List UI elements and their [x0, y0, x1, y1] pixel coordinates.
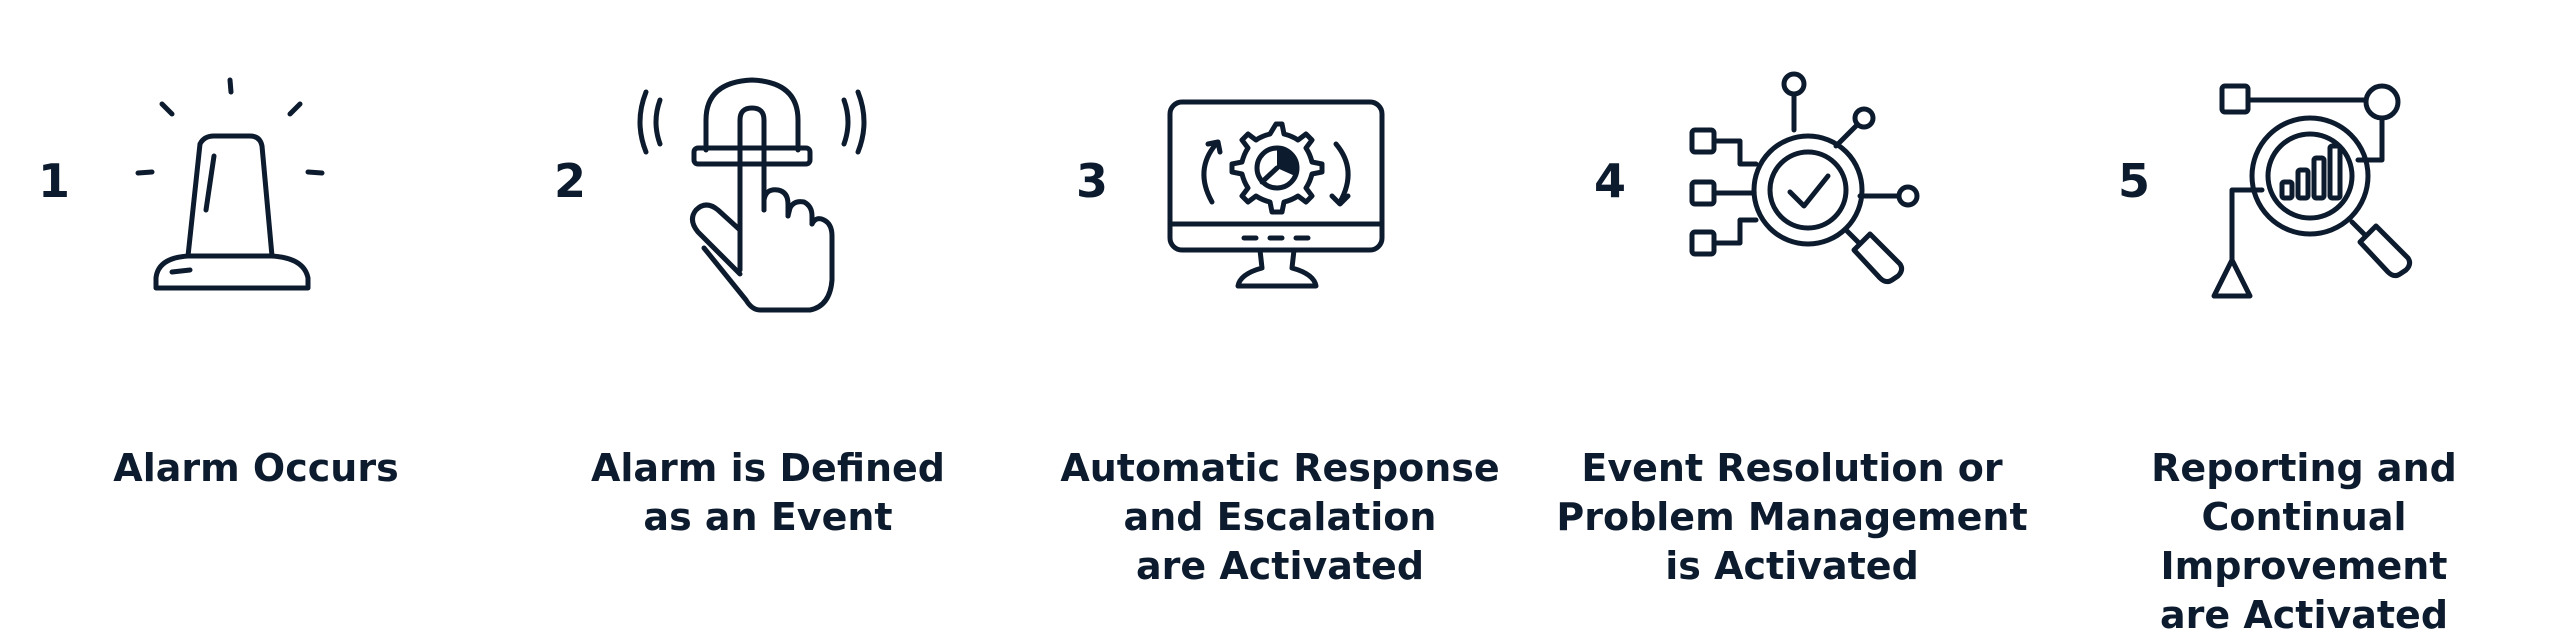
step-number: 5 [2118, 154, 2151, 208]
step-3: 3 Automatic Response and Escalation are … [1024, 0, 1536, 605]
step-label: Event Resolution or Problem Management i… [1556, 446, 2028, 588]
step-number: 4 [1594, 154, 1627, 208]
step-number: 3 [1076, 154, 1109, 208]
step-label: Alarm Occurs [113, 446, 399, 490]
alarm-siren-icon [100, 60, 360, 320]
magnifier-bar-chart-icon [2202, 60, 2462, 320]
step-label: Alarm is Defined as an Event [590, 446, 946, 539]
step-4: 4 Event Resolution or Problem Management… [1536, 0, 2048, 605]
step-label: Reporting and Continual Improvement are … [2151, 446, 2457, 637]
magnifier-check-network-icon [1680, 60, 1940, 320]
step-label: Automatic Response and Escalation are Ac… [1060, 446, 1500, 588]
finger-press-button-icon [622, 60, 882, 320]
step-number: 1 [38, 154, 71, 208]
step-number: 2 [554, 154, 587, 208]
step-5: 5 Reporting and Continual Improvement ar… [2048, 0, 2560, 637]
step-1: 1 Alarm Occurs [0, 0, 512, 605]
step-2: 2 Alarm is Defined as an Event [512, 0, 1024, 605]
monitor-gear-cycle-icon [1160, 60, 1420, 320]
